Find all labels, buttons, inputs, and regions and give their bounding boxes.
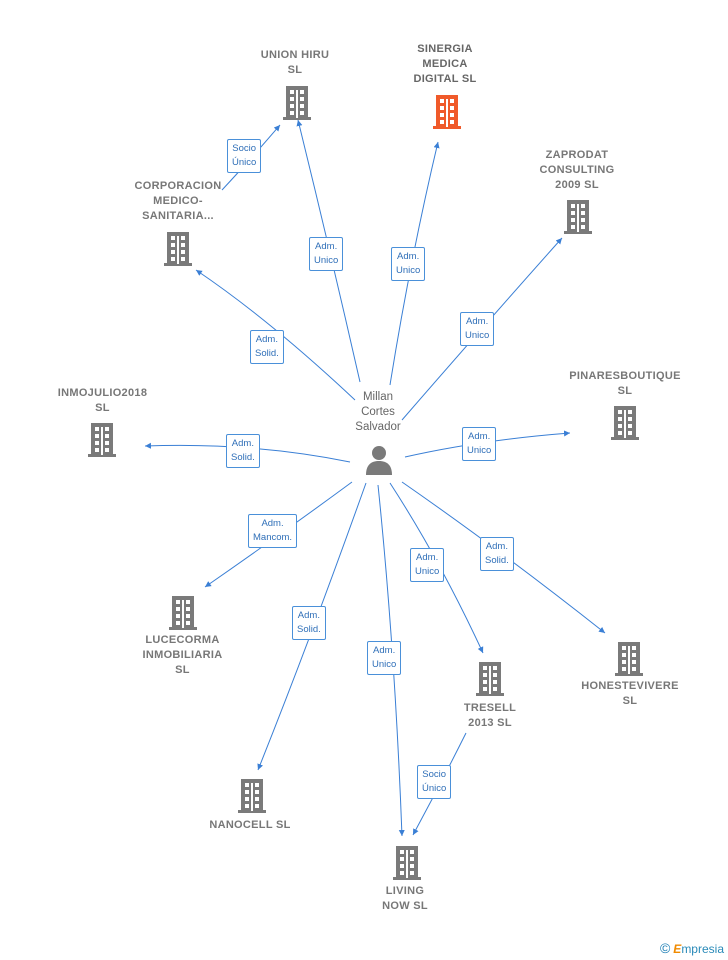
building-icon [564,200,592,234]
relation-label[interactable]: Adm. Unico [410,548,445,582]
relation-label[interactable]: Adm. Solid. [226,434,260,468]
company-name: INMOJULIO2018 SL [57,387,148,414]
building-icon [611,406,639,440]
building-icon [164,232,192,266]
building-icon [615,642,643,676]
footer-brand[interactable]: ©Empresia [660,940,724,956]
relation-label[interactable]: Adm. Solid. [292,606,326,640]
relation-label[interactable]: Adm. Unico [462,427,497,461]
building-icon [238,779,266,813]
relation-line [195,269,356,401]
copyright-icon: © [659,940,671,956]
company-name: LIVING NOW SL [382,885,428,912]
company-name: NANOCELL SL [209,819,291,831]
person-name: Millan Cortes Salvador [355,391,401,433]
relation-label[interactable]: Adm. Solid. [250,330,284,364]
relation-label[interactable]: Adm. Unico [460,312,495,346]
brand-name: mpresia [681,942,724,956]
company-name: HONESTEVIVERE SL [581,680,679,707]
company-name: UNION HIRU SL [260,49,330,76]
company-name: SINERGIA MEDICA DIGITAL SL [413,43,477,85]
relation-label[interactable]: Adm. Unico [367,641,402,675]
company-name: CORPORACION MEDICO- SANITARIA... [134,180,222,222]
relation-label[interactable]: Socio Único [417,765,452,799]
building-icon [476,662,504,696]
building-icon [169,596,197,630]
relation-label[interactable]: Adm. Solid. [480,537,514,571]
building-icon-highlight [433,95,461,129]
building-icon [283,86,311,120]
company-name: LUCECORMA INMOBILIARIA SL [142,634,223,676]
company-name: ZAPRODAT CONSULTING 2009 SL [539,149,615,191]
relation-label[interactable]: Adm. Unico [391,247,426,281]
company-name: PINARESBOUTIQUE SL [569,370,681,397]
relation-label[interactable]: Adm. Unico [309,237,344,271]
relation-label[interactable]: Adm. Mancom. [248,514,298,548]
company-name: TRESELL 2013 SL [463,702,517,729]
relation-label[interactable]: Socio Único [227,139,262,173]
building-icon [393,846,421,880]
brand-logo-letter: E [673,942,682,956]
building-icon [88,423,116,457]
person-icon [366,446,392,475]
